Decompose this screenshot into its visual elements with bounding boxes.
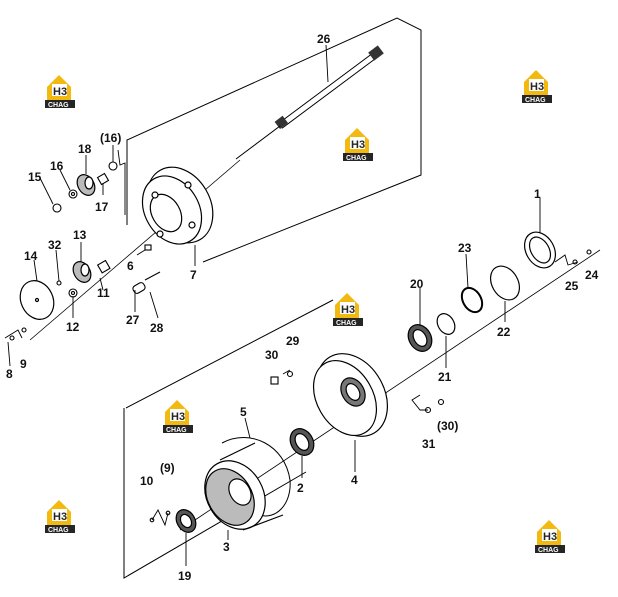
label-14: 14 [24, 249, 38, 263]
label-31: 31 [422, 437, 436, 451]
pin-27 [132, 271, 161, 294]
label-1: 1 [534, 187, 541, 201]
bearing-2 [289, 428, 315, 456]
watermark-brand: H3 [351, 139, 365, 151]
cover-plate-14 [19, 280, 55, 320]
leader-lines [7, 44, 541, 566]
label-30-alt: (30) [437, 419, 458, 433]
label-21: 21 [438, 370, 452, 384]
label-17: 17 [95, 200, 109, 214]
label-9-alt: (9) [160, 461, 175, 475]
watermark-brand: H3 [53, 86, 67, 98]
label-12: 12 [66, 320, 80, 334]
label-24: 24 [585, 268, 599, 282]
small-parts-upper [9, 161, 152, 341]
label-11: 11 [97, 286, 110, 300]
label-16: 16 [50, 159, 64, 173]
watermark-sub: CHAG [525, 97, 546, 104]
watermark-sub: CHAG [346, 155, 367, 162]
watermark-sub: CHAG [538, 547, 559, 554]
carrier-housing-7 [141, 166, 214, 245]
label-4: 4 [351, 473, 358, 487]
label-16-alt: (16) [100, 131, 121, 145]
part-labels: 1 2 3 4 5 6 7 8 9 10 (9) 11 12 13 14 15 … [6, 32, 599, 583]
shaft-26 [235, 45, 384, 160]
label-13: 13 [73, 228, 87, 242]
watermark-brand: H3 [53, 511, 67, 523]
label-5: 5 [240, 405, 247, 419]
label-30: 30 [265, 348, 279, 362]
label-18: 18 [78, 142, 92, 156]
label-25: 25 [565, 279, 579, 293]
label-28: 28 [150, 321, 164, 335]
label-20: 20 [410, 277, 424, 291]
label-6: 6 [127, 259, 134, 273]
label-7: 7 [190, 268, 197, 282]
watermark-sub: CHAG [336, 320, 357, 327]
ring-1 [523, 231, 557, 269]
label-8: 8 [6, 367, 13, 381]
label-3: 3 [223, 540, 230, 554]
bearing-20 [407, 324, 433, 352]
label-19: 19 [178, 569, 192, 583]
watermark-brand: H3 [171, 411, 185, 423]
watermark-sub: CHAG [48, 527, 69, 534]
label-32: 32 [48, 238, 62, 252]
label-29: 29 [286, 334, 300, 348]
ring-21 [436, 313, 456, 335]
boundary-frame [123, 17, 422, 579]
label-23: 23 [458, 241, 472, 255]
label-15: 15 [28, 170, 42, 184]
gear-13 [72, 261, 92, 283]
seal-5 [221, 437, 291, 517]
watermark-sub: CHAG [166, 427, 187, 434]
bearing-19 [175, 509, 197, 533]
label-26: 26 [317, 32, 331, 46]
watermark-brand: H3 [530, 81, 544, 93]
watermark-logos: H3CHAGH3CHAGH3CHAGH3CHAGH3CHAGH3CHAGH3CH… [45, 70, 565, 554]
drum-3 [204, 442, 284, 531]
seal-ring-22 [489, 265, 521, 301]
watermark-brand: H3 [341, 304, 355, 316]
ring-23 [460, 286, 484, 314]
step-lines [4, 149, 579, 527]
label-27: 27 [126, 313, 140, 327]
gear-18 [76, 174, 96, 196]
label-2: 2 [297, 481, 304, 495]
hub-4 [312, 353, 388, 437]
label-22: 22 [497, 325, 511, 339]
label-9: 9 [20, 357, 27, 371]
watermark-sub: CHAG [48, 102, 69, 109]
label-10: 10 [140, 474, 154, 488]
watermark-brand: H3 [543, 531, 557, 543]
